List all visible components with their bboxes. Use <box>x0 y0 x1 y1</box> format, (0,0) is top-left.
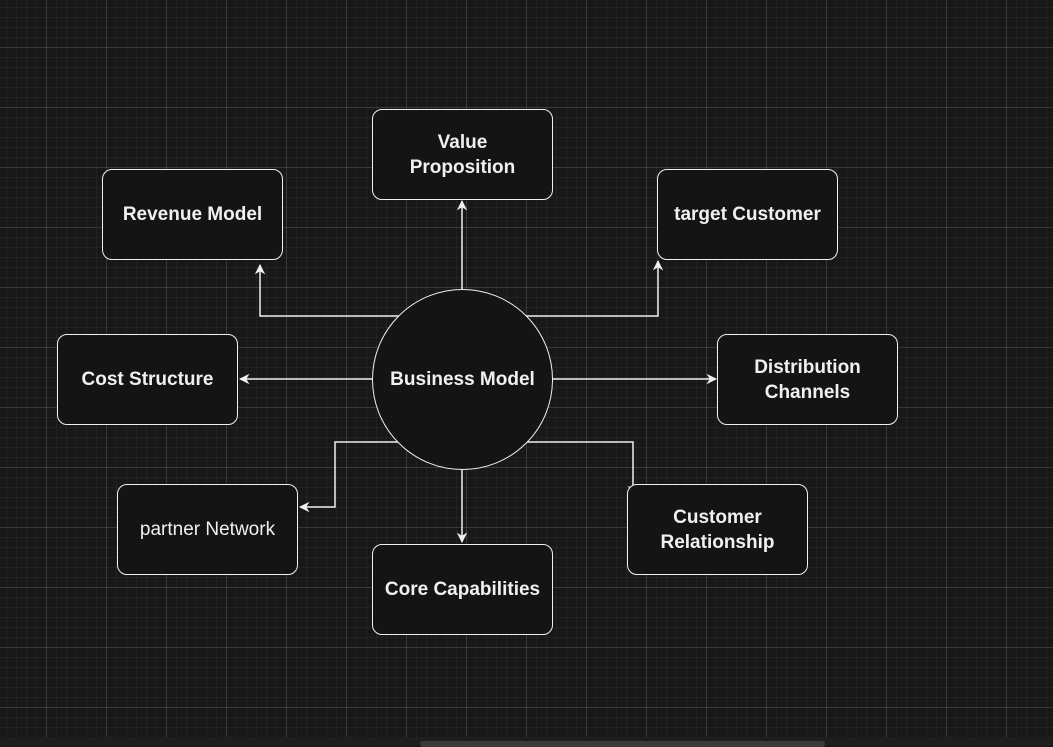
node-cost-structure-label: Cost Structure <box>81 369 214 390</box>
node-revenue-model[interactable]: Revenue Model <box>102 169 283 260</box>
node-distribution-channels[interactable]: Distribution Channels <box>717 334 898 425</box>
edge-to-target-customer[interactable] <box>526 259 664 317</box>
edge-to-partner-network[interactable] <box>298 441 398 513</box>
node-target-customer[interactable]: target Customer <box>657 169 838 260</box>
node-distribution-channels-label: Distribution Channels <box>754 356 861 403</box>
node-customer-relationship-label: Customer Relationship <box>660 506 775 553</box>
edge-to-revenue-model[interactable] <box>254 263 400 317</box>
node-partner-network[interactable]: partner Network <box>117 484 298 575</box>
node-partner-network-label: partner Network <box>139 519 276 540</box>
node-value-proposition[interactable]: Value Proposition <box>372 109 553 200</box>
scrollbar-thumb[interactable] <box>420 741 825 747</box>
node-target-customer-label: target Customer <box>674 204 821 225</box>
node-core-capabilities[interactable]: Core Capabilities <box>372 544 553 635</box>
node-value-proposition-label: Value Proposition <box>409 131 516 178</box>
node-business-model[interactable]: Business Model <box>372 289 553 470</box>
node-core-capabilities-label: Core Capabilities <box>384 579 541 600</box>
node-cost-structure[interactable]: Cost Structure <box>57 334 238 425</box>
edge-to-customer-relationship[interactable] <box>526 441 639 497</box>
node-revenue-model-label: Revenue Model <box>122 204 263 225</box>
node-customer-relationship[interactable]: Customer Relationship <box>627 484 808 575</box>
node-business-model-label: Business Model <box>390 369 535 390</box>
